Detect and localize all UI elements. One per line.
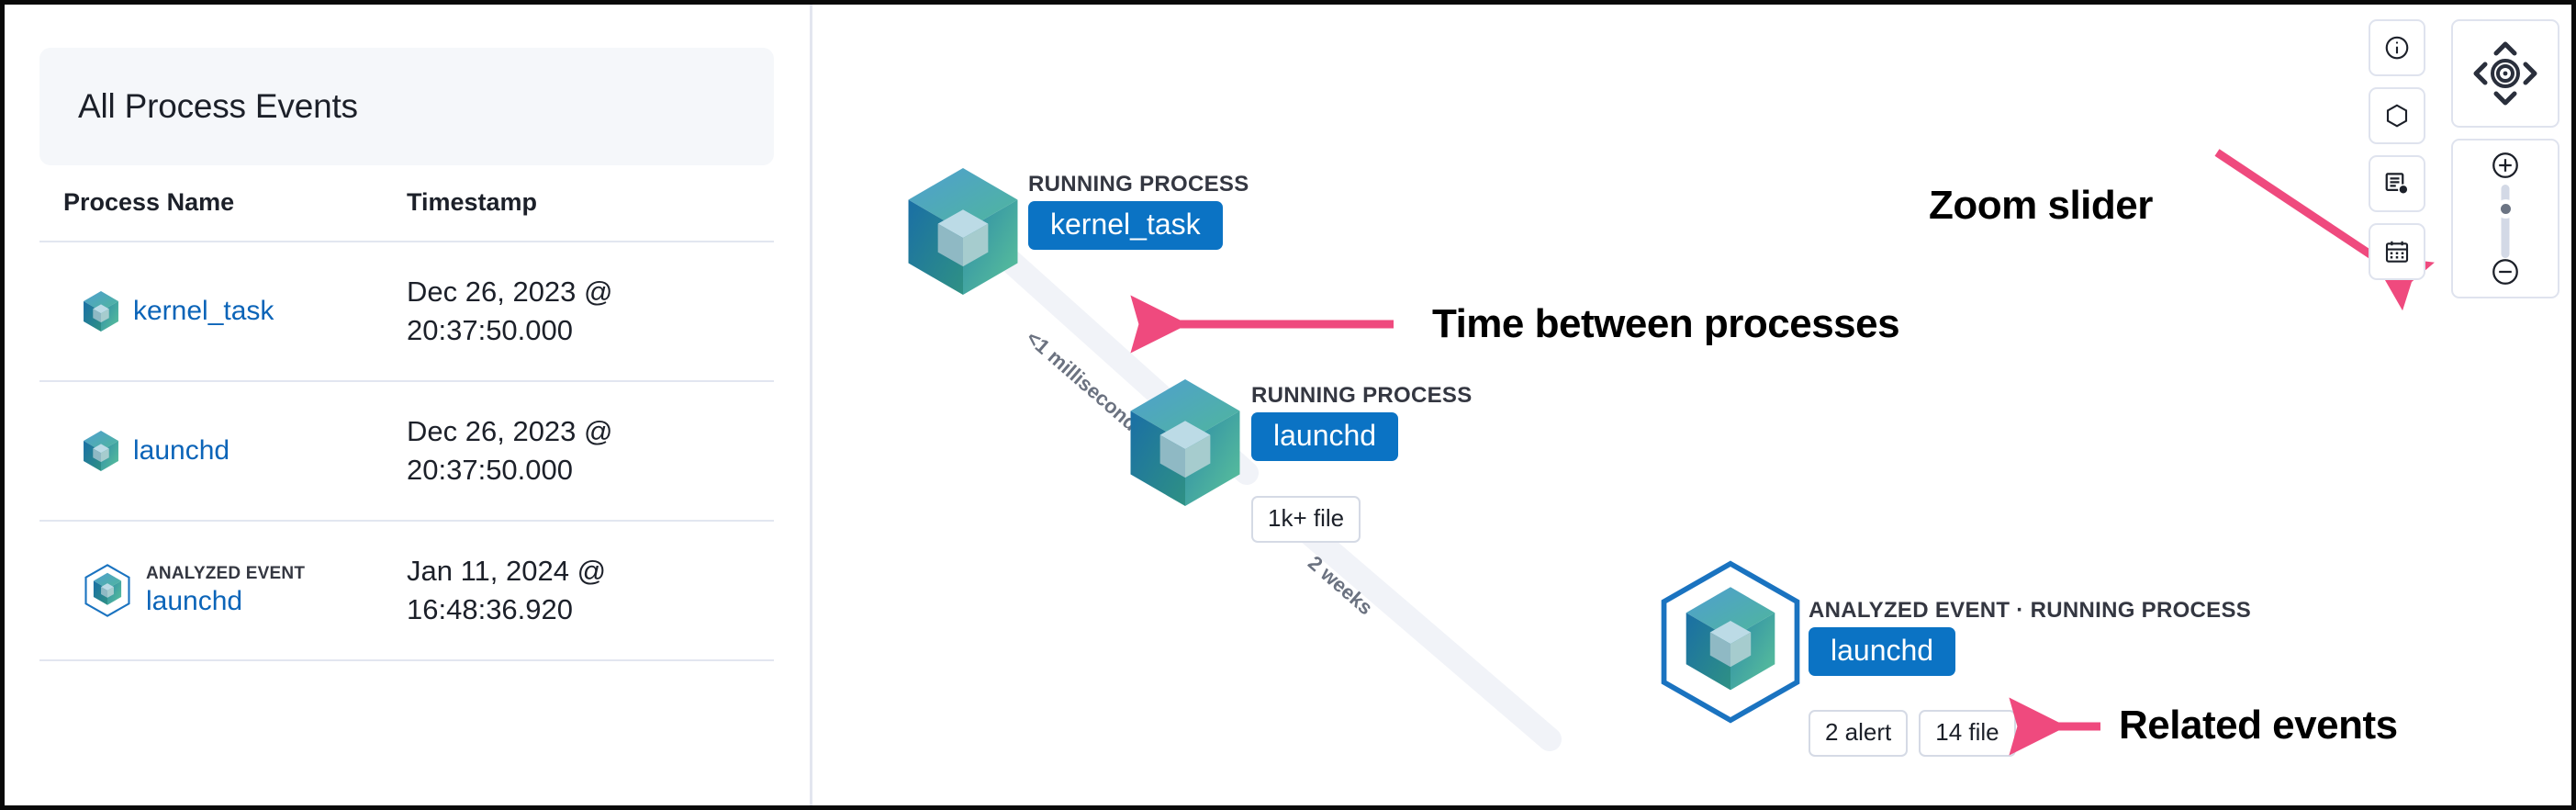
pan-control-icons <box>2473 41 2537 106</box>
process-cell: kernel_task <box>84 291 274 332</box>
column-header-timestamp: Timestamp <box>407 188 538 216</box>
table-row[interactable]: ANALYZED EVENT launchd Jan 11, 2024 @ 16… <box>39 522 774 661</box>
zoom-slider-track[interactable] <box>2496 185 2514 258</box>
graph-toolbar <box>2369 19 2425 280</box>
process-name-link[interactable]: launchd <box>133 435 230 466</box>
calendar-icon <box>2385 241 2409 263</box>
page-title: All Process Events <box>78 87 358 125</box>
chevron-left-icon <box>2473 62 2488 85</box>
pan-controls[interactable] <box>2451 19 2559 128</box>
process-text: kernel_task <box>133 296 274 327</box>
zoom-slider-thumb[interactable] <box>2496 200 2514 218</box>
analyzed-event-cell: ANALYZED EVENT launchd <box>84 563 305 618</box>
timestamp-date: Jan 11, 2024 @ <box>407 554 607 587</box>
graph-node-2-badges: 1k+ file <box>1251 496 1361 543</box>
timestamp-value: Jan 11, 2024 @ 16:48:36.920 <box>407 552 606 629</box>
process-cube-icon <box>1130 379 1240 506</box>
process-name-link[interactable]: launchd <box>146 586 243 616</box>
column-header-process-name: Process Name <box>63 188 235 216</box>
timestamp-value: Dec 26, 2023 @ 20:37:50.000 <box>407 412 613 489</box>
graph-node-analyzed-launchd[interactable] <box>1649 560 1812 728</box>
node-kind-label: ANALYZED EVENT · RUNNING PROCESS <box>1809 598 2252 623</box>
node-name-pill[interactable]: kernel_task <box>1028 201 1223 251</box>
node-kind-label: RUNNING PROCESS <box>1028 172 1249 197</box>
timestamp-time: 16:48:36.920 <box>407 593 574 625</box>
timestamp-time: 20:37:50.000 <box>407 454 574 486</box>
plus-circle-icon[interactable] <box>2490 150 2521 181</box>
table-header-row: Process Name Timestamp <box>39 188 774 242</box>
timestamp-time: 20:37:50.000 <box>407 314 574 346</box>
graph-node-3-badges: 2 alert 14 file <box>1809 710 2016 757</box>
chevron-right-icon <box>2523 62 2537 85</box>
badge-file-count[interactable]: 14 file <box>1919 710 2016 757</box>
all-process-events-panel: All Process Events Process Name Timestam… <box>5 5 812 805</box>
graph-node-2-label: RUNNING PROCESS launchd <box>1251 383 1473 462</box>
graph-node-kernel-task[interactable] <box>907 168 1019 295</box>
process-cube-icon <box>84 291 118 332</box>
annotation-related-events: Related events <box>2119 703 2398 748</box>
node-name-pill[interactable]: launchd <box>1809 627 1956 677</box>
timestamp-date: Dec 26, 2023 @ <box>407 275 613 308</box>
process-name-link[interactable]: kernel_task <box>133 296 274 326</box>
process-cube-icon <box>908 168 1018 295</box>
legend-settings-button[interactable] <box>2369 155 2425 212</box>
graph-node-1-label: RUNNING PROCESS kernel_task <box>1028 172 1249 251</box>
chevron-up-icon <box>2493 41 2517 56</box>
analyzed-event-cube-icon <box>1661 560 1800 724</box>
process-cube-icon <box>84 431 118 471</box>
cell-timestamp: Dec 26, 2023 @ 20:37:50.000 <box>407 412 774 489</box>
graph-node-3-label: ANALYZED EVENT · RUNNING PROCESS launchd <box>1809 598 2252 677</box>
cell-process-name: ANALYZED EVENT launchd <box>39 563 407 618</box>
annotation-zoom-slider: Zoom slider <box>1929 183 2153 228</box>
graph-node-launchd[interactable] <box>1129 379 1241 506</box>
analyzed-event-badge: ANALYZED EVENT <box>146 564 306 583</box>
date-picker-button[interactable] <box>2369 223 2425 280</box>
target-icon <box>2491 59 2520 88</box>
info-icon <box>2385 36 2409 60</box>
process-events-table: Process Name Timestamp <box>39 188 774 661</box>
chevron-down-icon <box>2493 91 2517 106</box>
legend-settings-icon <box>2385 173 2409 196</box>
timestamp-value: Dec 26, 2023 @ 20:37:50.000 <box>407 273 613 350</box>
badge-alert-count[interactable]: 2 alert <box>1809 710 1909 757</box>
analyzed-event-cube-icon <box>84 564 130 617</box>
cell-process-name: kernel_task <box>39 291 407 332</box>
info-button[interactable] <box>2369 19 2425 76</box>
edge-2-path <box>1281 507 1562 751</box>
annotation-time-between-processes: Time between processes <box>1432 301 1900 346</box>
process-text: ANALYZED EVENT launchd <box>146 564 305 617</box>
node-shape-button[interactable] <box>2369 87 2425 144</box>
badge-file-count[interactable]: 1k+ file <box>1251 496 1361 543</box>
minus-circle-icon[interactable] <box>2490 256 2521 287</box>
process-text: launchd <box>133 435 230 467</box>
cell-process-name: launchd <box>39 431 407 471</box>
process-cell: launchd <box>84 431 230 471</box>
node-name-pill[interactable]: launchd <box>1251 412 1399 462</box>
timestamp-date: Dec 26, 2023 @ <box>407 414 613 447</box>
hexagon-icon <box>2386 104 2408 128</box>
table-row[interactable]: kernel_task Dec 26, 2023 @ 20:37:50.000 <box>39 242 774 382</box>
cell-timestamp: Dec 26, 2023 @ 20:37:50.000 <box>407 273 774 350</box>
cell-timestamp: Jan 11, 2024 @ 16:48:36.920 <box>407 552 774 629</box>
table-row[interactable]: launchd Dec 26, 2023 @ 20:37:50.000 <box>39 382 774 522</box>
node-kind-label: RUNNING PROCESS <box>1251 383 1473 408</box>
zoom-slider-control[interactable] <box>2451 139 2559 298</box>
panel-header: All Process Events <box>39 48 774 165</box>
process-graph-canvas[interactable]: RUNNING PROCESS kernel_task <1 milliseco… <box>815 5 2571 805</box>
